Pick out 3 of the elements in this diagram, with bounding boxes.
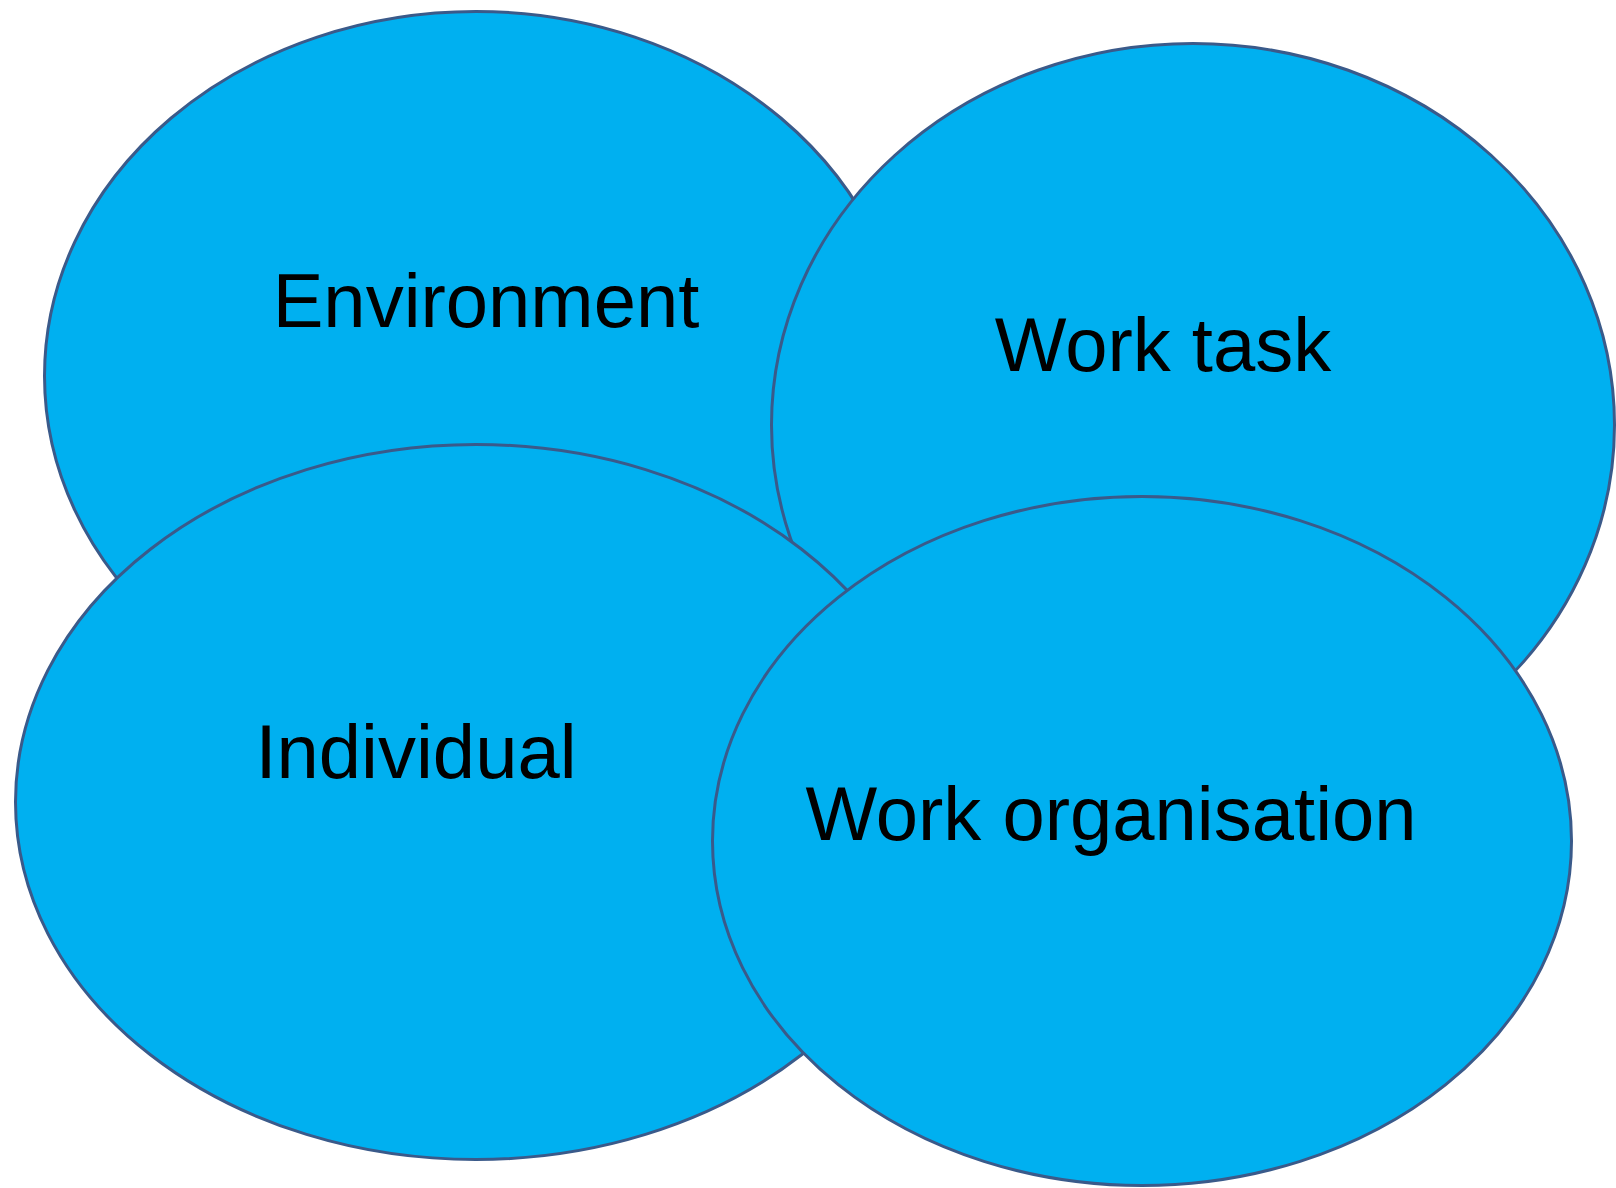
ellipse-label: Work task [994,307,1332,383]
ellipse-label: Individual [255,714,577,790]
ellipse-label: Environment [272,263,700,339]
